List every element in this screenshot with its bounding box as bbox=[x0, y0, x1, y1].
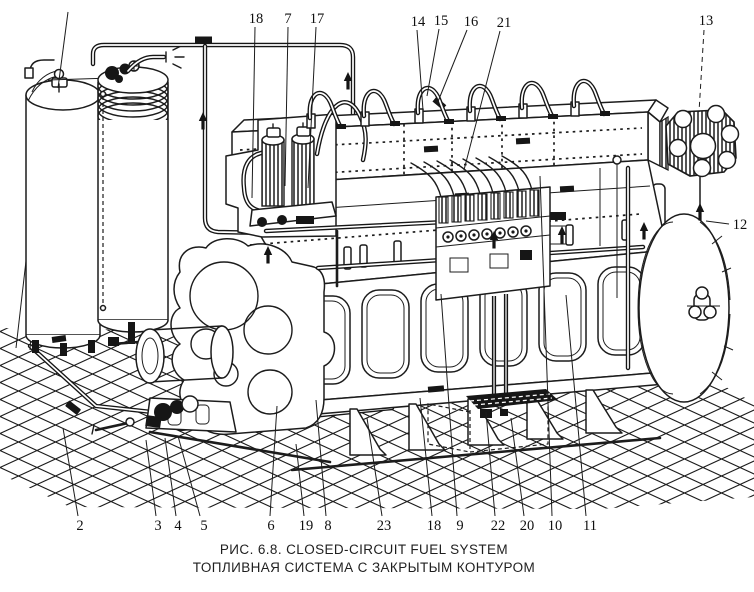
callout-leader-23 bbox=[366, 417, 383, 517]
pump-plungers bbox=[438, 189, 540, 224]
callout-leader-9 bbox=[440, 293, 458, 517]
callout-leader-4 bbox=[164, 437, 177, 517]
callout-leader-18 bbox=[251, 26, 256, 199]
callout-label-20: 20 bbox=[520, 518, 535, 534]
pipe-loop bbox=[466, 83, 506, 122]
callout-label-5: 5 bbox=[200, 518, 207, 534]
fuel-filters bbox=[225, 102, 366, 238]
callout-label-14: 14 bbox=[411, 14, 426, 30]
callout-label-6: 6 bbox=[267, 518, 274, 534]
callout-label-18: 18 bbox=[427, 518, 442, 534]
callout-label-2: 2 bbox=[76, 518, 83, 534]
crankcase-door bbox=[597, 266, 646, 356]
callout-label-19: 19 bbox=[299, 518, 314, 534]
callout-label-4: 4 bbox=[174, 518, 182, 534]
callout-label-3: 3 bbox=[154, 518, 161, 534]
callout-leader-13 bbox=[698, 29, 705, 113]
callout-leader-7 bbox=[284, 26, 289, 187]
fuel-priming-pump bbox=[91, 395, 199, 435]
callout-label-10: 10 bbox=[548, 518, 563, 534]
callout-leader-15 bbox=[426, 28, 440, 97]
caption-line-1: РИС. 6.8. CLOSED-CIRCUIT FUEL SYSTEM bbox=[219, 542, 509, 557]
callout-label-21: 21 bbox=[497, 15, 512, 31]
callout-label-23: 23 bbox=[377, 518, 392, 534]
side-barrel bbox=[135, 325, 234, 384]
filter-cylinder bbox=[261, 123, 285, 207]
callout-label-8: 8 bbox=[324, 518, 331, 534]
caption-line-2: ТОПЛИВНАЯ СИСТЕМА С ЗАКРЫТЫМ КОНТУРОМ bbox=[192, 560, 536, 575]
engine-crankcase bbox=[289, 249, 668, 403]
callout-label-7: 7 bbox=[284, 11, 291, 27]
vent-spray-marks bbox=[172, 45, 185, 69]
callout-leader-21 bbox=[463, 30, 501, 171]
crankcase-door bbox=[538, 272, 587, 362]
engine-bedplate bbox=[290, 371, 666, 472]
callout-leader-20 bbox=[510, 417, 525, 517]
callout-leader-8 bbox=[315, 399, 327, 517]
callout-label-17: 17 bbox=[310, 11, 325, 27]
crankcase-door bbox=[361, 289, 410, 379]
callout-label-22: 22 bbox=[491, 518, 506, 534]
turning-handle bbox=[687, 286, 720, 321]
callout-label-16: 16 bbox=[464, 14, 479, 30]
pipe-loop bbox=[570, 78, 610, 117]
callout-leader-2 bbox=[62, 427, 79, 517]
camshaft-drive-plate bbox=[659, 104, 740, 178]
pipe-loop bbox=[518, 80, 558, 119]
injection-pipes bbox=[410, 155, 533, 198]
callout-leader-17 bbox=[307, 26, 317, 189]
engine-end-drum bbox=[637, 213, 734, 403]
callout-label-9: 9 bbox=[456, 518, 463, 534]
callout-leader-3 bbox=[145, 439, 157, 517]
filter-cylinder bbox=[291, 122, 315, 207]
pipe-loop bbox=[360, 88, 400, 127]
engine-foot bbox=[349, 408, 387, 456]
callout-label-13: 13 bbox=[699, 13, 714, 29]
callout-leader-18 bbox=[419, 397, 433, 517]
vent-pipe bbox=[128, 45, 185, 71]
callout-leader-5 bbox=[177, 435, 201, 517]
delivery-valve-nuts bbox=[442, 225, 532, 243]
callout-leader-22 bbox=[485, 411, 496, 517]
callout-leader-6 bbox=[269, 405, 278, 517]
engine-foot bbox=[408, 403, 446, 451]
overhead-fuel-pipe bbox=[93, 36, 353, 234]
callout-label-11: 11 bbox=[583, 518, 597, 534]
cylinder-head-pipe-loops bbox=[306, 78, 610, 129]
callout-leader-14 bbox=[416, 29, 424, 111]
engine-foot bbox=[585, 389, 623, 434]
callout-label-18: 18 bbox=[249, 11, 264, 27]
callout-label-12: 12 bbox=[733, 217, 748, 233]
fuel-tank-right bbox=[97, 45, 185, 346]
callout-leader-12 bbox=[705, 220, 730, 225]
callout-leader-16 bbox=[436, 29, 468, 105]
pipe-loop bbox=[414, 85, 454, 124]
callout-label-15: 15 bbox=[434, 13, 449, 29]
tank-leader-line bbox=[57, 11, 69, 89]
return-pipes bbox=[599, 155, 628, 368]
callout-leader-11 bbox=[565, 294, 587, 517]
callout-leader-19 bbox=[295, 443, 305, 517]
callout-leader-10 bbox=[539, 175, 553, 517]
figure-caption: РИС. 6.8. CLOSED-CIRCUIT FUEL SYSTEM ТОП… bbox=[0, 541, 741, 577]
